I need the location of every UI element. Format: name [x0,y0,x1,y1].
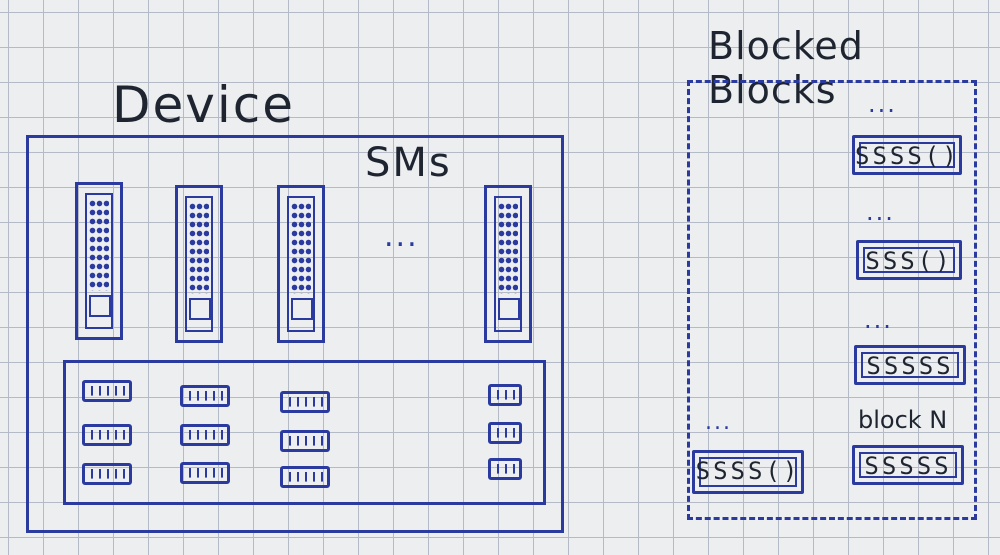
blocked-block-2-inner [863,247,955,273]
memory-chip [280,430,330,452]
sm-1-inner [85,193,113,329]
device-title: Device [112,76,295,134]
sm-3-inner [287,196,315,332]
blocked-block-n-text: SSSSS [864,452,952,480]
sms-label: SMs [365,140,452,186]
sm-3-cores [291,202,311,294]
sm-3-shared-memory [291,298,313,320]
blocks-ellipsis-2: ... [866,198,895,226]
blocked-block-1-text: SSSS() [855,142,960,170]
sm-1-shared-memory [89,295,111,317]
blocked-block-3: SSSSS [854,345,966,385]
memory-chip [280,466,330,488]
blocked-block-n-inner [859,452,957,478]
blocked-block-1: SSSS() [852,135,962,175]
blocked-block-left-text: SSSS() [695,457,801,485]
blocked-block-2-text: SSS() [865,247,953,275]
memory-chip [82,380,132,402]
memory-chip [280,391,330,413]
sm-n-inner [494,196,522,332]
blocked-block-left: SSSS() [692,450,804,494]
memory-chip [180,462,230,484]
blocked-blocks-title: Blocked Blocks [708,24,864,112]
blocked-block-left-inner [699,457,797,487]
sm-2 [175,185,223,343]
memory-chip [488,384,522,406]
memory-chip [180,424,230,446]
sm-1 [75,182,123,340]
blocked-blocks-box [687,80,977,520]
blocked-block-3-text: SSSSS [866,352,954,380]
blocks-ellipsis-1: ... [868,90,897,118]
block-n-label: block N [858,406,948,434]
blocked-block-2: SSS() [856,240,962,280]
memory-chip [488,422,522,444]
sm-n-shared-memory [498,298,520,320]
memory-chip [180,385,230,407]
sm-2-shared-memory [189,298,211,320]
memory-chip [82,424,132,446]
sm-2-inner [185,196,213,332]
sm-ellipsis: ... [384,219,419,254]
memory-chip [82,463,132,485]
blocked-block-1-inner [859,142,955,168]
blocked-block-3-inner [861,352,959,378]
sm-1-cores [89,199,109,291]
blocks-ellipsis-left: ... [705,410,732,435]
blocks-ellipsis-3: ... [864,306,893,334]
sm-2-cores [189,202,209,294]
sm-n-cores [498,202,518,294]
sm-3 [277,185,325,343]
blocked-block-n: SSSSS [852,445,964,485]
global-memory-box [63,360,546,505]
memory-chip [488,458,522,480]
sm-n [484,185,532,343]
device-box [26,135,564,533]
